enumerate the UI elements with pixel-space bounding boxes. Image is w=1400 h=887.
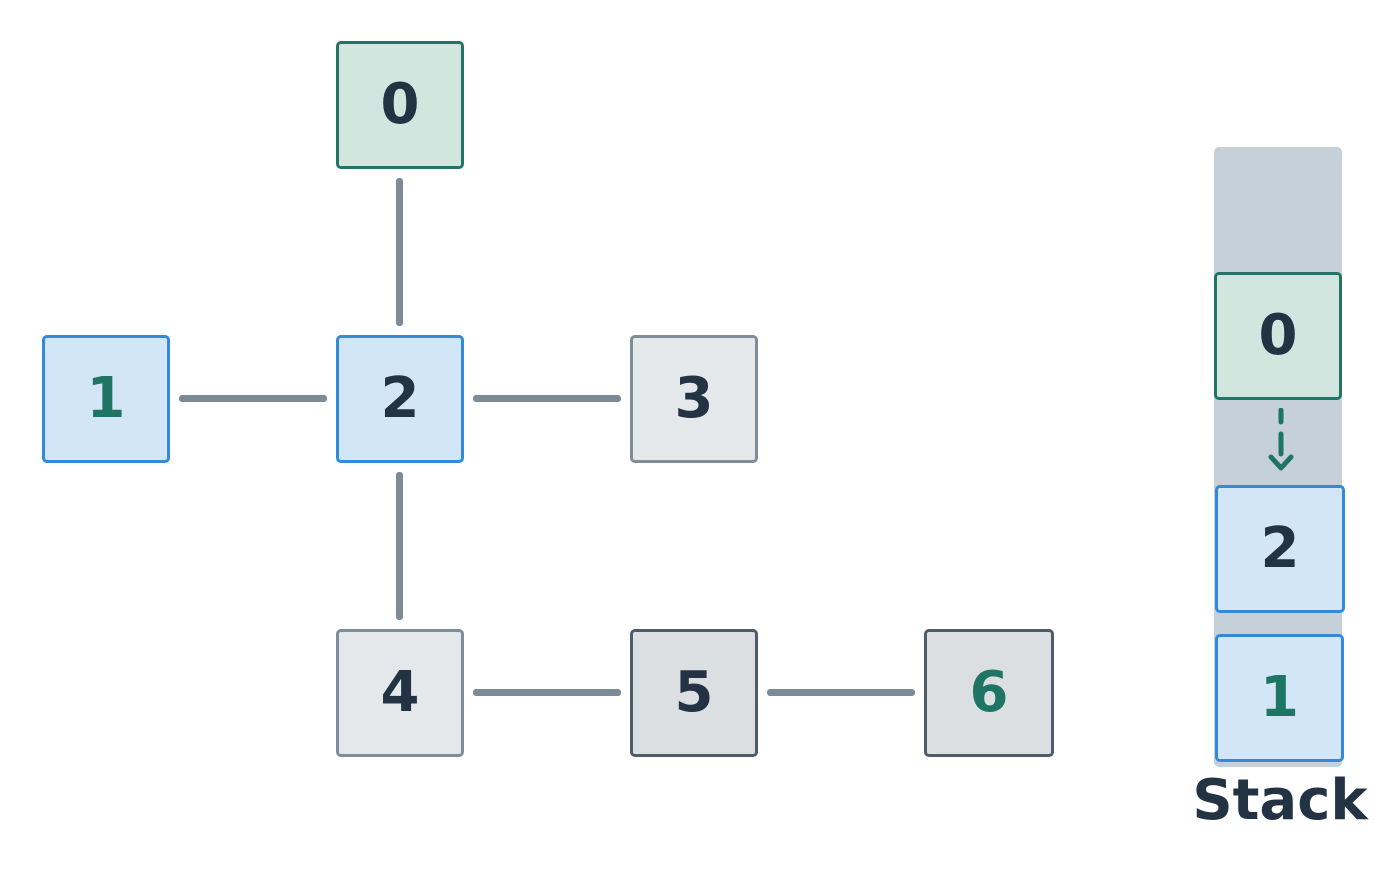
graph-node-label: 3 <box>674 366 714 431</box>
stack-item-label: 1 <box>1260 665 1299 730</box>
graph-node-label: 4 <box>380 660 420 725</box>
push-arrow-icon <box>1268 408 1294 471</box>
graph-node-label: 0 <box>380 72 420 137</box>
graph-node-label: 6 <box>969 660 1009 725</box>
graph-node-1: 1 <box>42 335 170 463</box>
edge-2-4 <box>396 472 403 620</box>
stack-item-0: 0 <box>1214 272 1342 400</box>
stack-item-label: 2 <box>1260 516 1300 581</box>
graph-node-6: 6 <box>924 629 1054 757</box>
stack-item-label: 0 <box>1258 303 1298 368</box>
graph-node-4: 4 <box>336 629 464 757</box>
stack-item-1: 1 <box>1215 634 1344 762</box>
graph-node-label: 1 <box>86 366 126 431</box>
graph-node-2: 2 <box>336 335 464 463</box>
edge-5-6 <box>767 689 915 696</box>
edge-0-2 <box>396 178 403 326</box>
graph-node-5: 5 <box>630 629 758 757</box>
graph-node-label: 5 <box>674 660 714 725</box>
graph-node-0: 0 <box>336 41 464 169</box>
stack-label: Stack <box>1192 768 1368 833</box>
graph-node-label: 2 <box>380 366 420 431</box>
stack-item-2: 2 <box>1215 485 1345 613</box>
edge-2-3 <box>473 395 621 402</box>
edge-1-2 <box>179 395 327 402</box>
edge-4-5 <box>473 689 621 696</box>
graph-node-3: 3 <box>630 335 758 463</box>
